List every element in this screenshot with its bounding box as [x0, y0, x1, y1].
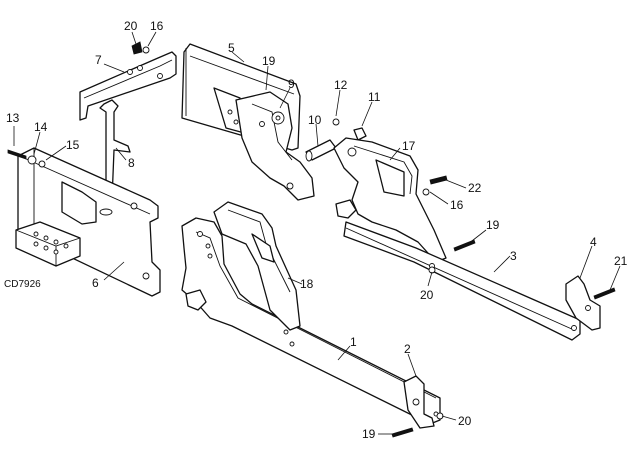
callout-3: 3 — [510, 249, 517, 263]
callout-15: 15 — [66, 138, 80, 152]
callout-10: 10 — [308, 113, 322, 127]
callout-20-bottom: 20 — [458, 414, 472, 428]
callout-11: 11 — [368, 90, 381, 104]
callout-20-top: 20 — [124, 19, 138, 33]
callout-12: 12 — [334, 78, 348, 92]
callout-8: 8 — [128, 156, 135, 170]
leader-lines — [13, 31, 621, 435]
part-3-right-rail — [343, 221, 581, 341]
hardware-bottom — [131, 41, 476, 438]
callouts: 20 16 7 5 19 9 12 11 10 13 14 15 8 17 22… — [6, 19, 628, 441]
callout-4: 4 — [590, 235, 597, 249]
part-8-hook — [99, 99, 131, 203]
callout-20-right: 20 — [420, 288, 434, 302]
part-1-left-rail — [181, 217, 441, 429]
part-7-upper-bracket — [79, 51, 177, 121]
callout-16-right: 16 — [450, 198, 464, 212]
part-6-left-plate — [7, 147, 161, 297]
callout-18: 18 — [300, 277, 314, 291]
callout-21: 21 — [614, 254, 628, 268]
callout-6: 6 — [92, 276, 99, 290]
callout-5: 5 — [228, 41, 235, 55]
part-18-upper-arm — [213, 201, 301, 331]
callout-1: 1 — [350, 335, 357, 349]
part-4-end-bracket — [565, 275, 616, 331]
callout-14: 14 — [34, 120, 48, 134]
callout-13: 13 — [6, 111, 20, 125]
callout-9: 9 — [288, 77, 295, 91]
callout-17: 17 — [402, 139, 416, 153]
part-11-12-small-parts — [332, 118, 367, 141]
callout-16-top: 16 — [150, 19, 164, 33]
callout-19-top: 19 — [262, 54, 276, 68]
part-10-pin — [305, 139, 337, 162]
callout-2: 2 — [404, 342, 411, 356]
callout-7: 7 — [95, 53, 102, 67]
part-9-bracket — [235, 91, 315, 201]
callout-19-bottom: 19 — [362, 427, 376, 441]
figure-id: CD7926 — [4, 279, 41, 290]
callout-22: 22 — [468, 181, 482, 195]
callout-19-right: 19 — [486, 218, 500, 232]
